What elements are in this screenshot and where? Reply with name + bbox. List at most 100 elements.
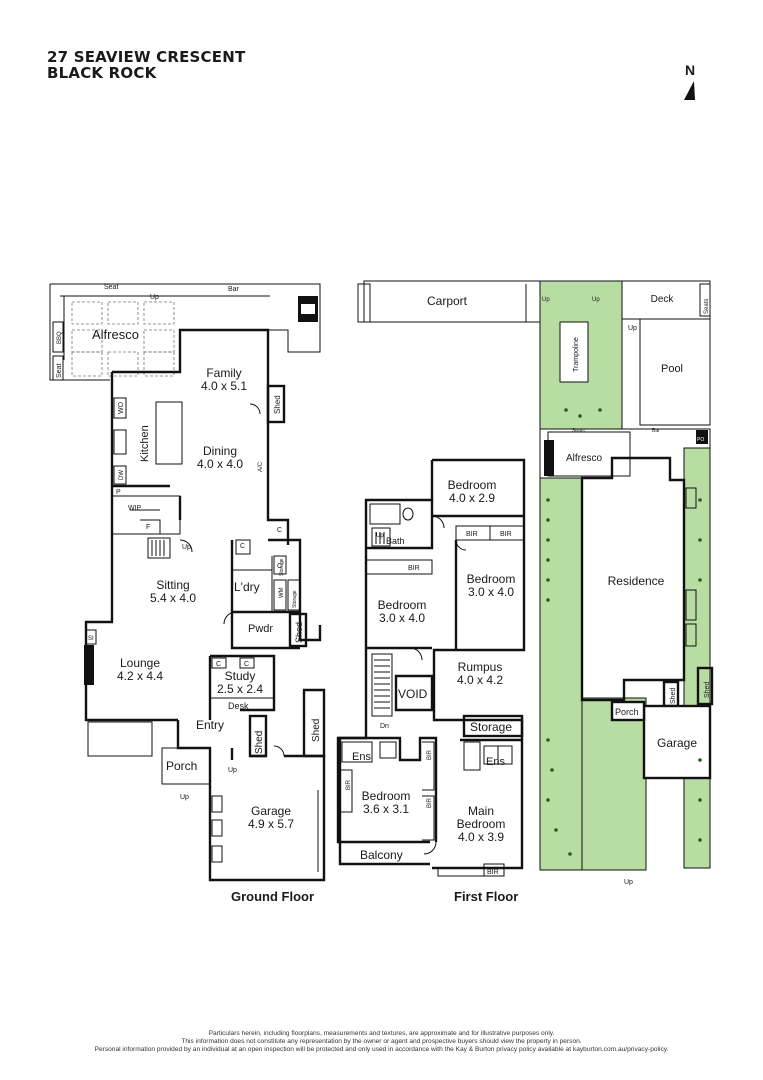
gf-storage1-label: Storage xyxy=(279,558,285,576)
north-indicator: N xyxy=(680,62,700,107)
ff-rumpus-label: Rumpus xyxy=(458,660,503,674)
site-seats-label: Seats xyxy=(704,299,710,314)
gf-lounge-label: Lounge xyxy=(120,656,160,670)
gf-bbq-label: BBQ xyxy=(57,331,63,344)
gf-c1-label: C xyxy=(240,543,245,550)
gf-kitchen-label: Kitchen xyxy=(139,425,151,462)
gf-up-top-label: Up xyxy=(150,294,159,301)
gf-garage-label: Garage xyxy=(251,804,291,818)
gf-ac-label: A/C xyxy=(258,461,264,472)
gf-dw-label: DW xyxy=(119,470,125,480)
gf-bar-label: Bar xyxy=(228,286,240,293)
gf-wm-label: WM xyxy=(279,587,285,598)
disclaimer-line-3: Personal information provided by an indi… xyxy=(94,1046,669,1053)
gf-dining-dim: 4.0 x 4.0 xyxy=(197,457,243,471)
north-label: N xyxy=(684,62,696,78)
ground-floor-caption: Ground Floor xyxy=(231,889,315,904)
gf-alfresco-label: Alfresco xyxy=(92,327,139,342)
ff-bed1-label: Bedroom xyxy=(448,478,497,492)
ff-bir2-label: BIR xyxy=(500,531,512,538)
ff-bed2-dim: 3.0 x 4.0 xyxy=(468,585,514,599)
gf-lounge-dim: 4.2 x 4.4 xyxy=(117,669,163,683)
gf-wip-label: WIP xyxy=(128,505,142,512)
ff-bed2-label: Bedroom xyxy=(467,572,516,586)
disclaimer: Particulars herein, including floorplans… xyxy=(0,1030,763,1054)
gf-up-porch-label: Up xyxy=(180,794,189,801)
gf-seat-top-label: Seat xyxy=(104,284,118,291)
gf-shed1-label: Shed xyxy=(273,395,282,414)
ff-rumpus-dim: 4.0 x 4.2 xyxy=(457,673,503,687)
site-pool-label: Pool xyxy=(661,363,683,375)
site-bar-label: Bar xyxy=(652,428,660,434)
gf-family-label: Family xyxy=(206,366,241,380)
gf-seat-left-label: Seat xyxy=(56,364,63,378)
ff-dn-label: Dn xyxy=(380,723,389,730)
ff-bir7-label: BIR xyxy=(487,869,499,876)
north-arrow-icon xyxy=(684,81,695,100)
site-up1-label: Up xyxy=(542,297,550,303)
ff-bir5-label: BIR xyxy=(427,749,433,760)
first-floor-caption: First Floor xyxy=(454,889,519,904)
gf-po-label: PO xyxy=(302,307,313,314)
ff-up-label: Up xyxy=(376,533,384,539)
site-garage-label: Garage xyxy=(657,736,697,750)
ff-main-bed-label-1: Main xyxy=(468,804,494,818)
gf-sitting-label: Sitting xyxy=(156,578,189,592)
gf-p-label: P xyxy=(116,489,121,496)
gf-shed2-label: Shed xyxy=(294,622,304,643)
site-seats-bottom-label: Seats xyxy=(572,428,585,434)
ff-bir3-label: BIR xyxy=(408,565,420,572)
ff-bed4-label: Bedroom xyxy=(362,789,411,803)
site-po-label: PO xyxy=(697,437,704,443)
site-shed-a-label: Shed xyxy=(670,688,677,704)
floorplan-drawing: Seat Up Bar PO Alfresco BBQ Seat Family … xyxy=(49,280,714,886)
site-trampoline-label: Trampoline xyxy=(573,337,580,372)
site-up-deck-label: Up xyxy=(628,325,637,332)
gf-porch-label: Porch xyxy=(166,759,197,773)
gf-c2-label: C xyxy=(277,527,282,534)
site-deck-label: Deck xyxy=(651,294,675,305)
gf-shed4-label: Shed xyxy=(311,719,322,742)
ff-bed1-dim: 4.0 x 2.9 xyxy=(449,491,495,505)
gf-up-entry-label: Up xyxy=(228,767,237,774)
site-alfresco-label: Alfresco xyxy=(566,453,603,464)
ff-balcony-label: Balcony xyxy=(360,848,403,862)
ff-main-bed-dim: 4.0 x 3.9 xyxy=(458,830,504,844)
disclaimer-line-1: Particulars herein, including floorplans… xyxy=(208,1030,555,1037)
ff-bir1-label: BIR xyxy=(466,531,478,538)
gf-desk-label: Desk xyxy=(228,701,249,711)
gf-up-stair-label: Up xyxy=(182,544,191,551)
ff-bir4-label: BIR xyxy=(346,779,352,790)
site-shed-b-label: Shed xyxy=(704,682,711,698)
disclaimer-line-2: This information does not constitute any… xyxy=(181,1038,582,1045)
address-line-1: 27 SEAVIEW CRESCENT xyxy=(47,48,246,66)
site-carport-label: Carport xyxy=(427,294,468,308)
ff-bed3-dim: 3.0 x 4.0 xyxy=(379,611,425,625)
ff-ens2-label: Ens xyxy=(486,756,505,768)
site-up-bottom-label: Up xyxy=(624,879,633,886)
gf-c5-label: C xyxy=(244,661,249,668)
property-address: 27 SEAVIEW CRESCENT BLACK ROCK xyxy=(47,49,245,81)
gf-ldry-label: L'dry xyxy=(234,580,260,594)
gf-garage-dim: 4.9 x 5.7 xyxy=(248,817,294,831)
gf-c4-label: C xyxy=(216,661,221,668)
ff-main-bed-label-2: Bedroom xyxy=(457,817,506,831)
ff-ens1-label: Ens xyxy=(352,751,371,763)
gf-si-label: SI xyxy=(88,636,94,642)
site-plan: Carport Deck Seats Up Up Up Trampoline P… xyxy=(357,280,714,886)
ff-bir6-label: BIR xyxy=(427,797,433,808)
gf-f-label: F xyxy=(146,524,150,531)
ff-bed3-label: Bedroom xyxy=(378,598,427,612)
ff-storage-label: Storage xyxy=(470,720,512,734)
gf-sitting-dim: 5.4 x 4.0 xyxy=(150,591,196,605)
gf-dining-label: Dining xyxy=(203,444,237,458)
ff-bath-label: Bath xyxy=(386,536,405,546)
gf-study-dim: 2.5 x 2.4 xyxy=(217,682,263,696)
gf-shed3-label: Shed xyxy=(254,731,265,754)
gf-study-label: Study xyxy=(225,669,256,683)
gf-family-dim: 4.0 x 5.1 xyxy=(201,379,247,393)
gf-c3-label: C xyxy=(277,563,282,570)
ground-floor-plan: Seat Up Bar PO Alfresco BBQ Seat Family … xyxy=(49,283,326,882)
site-porch-label: Porch xyxy=(615,707,639,717)
first-floor-plan: Bedroom 4.0 x 2.9 Bath Up BIR BIR BIR Be… xyxy=(336,458,526,877)
